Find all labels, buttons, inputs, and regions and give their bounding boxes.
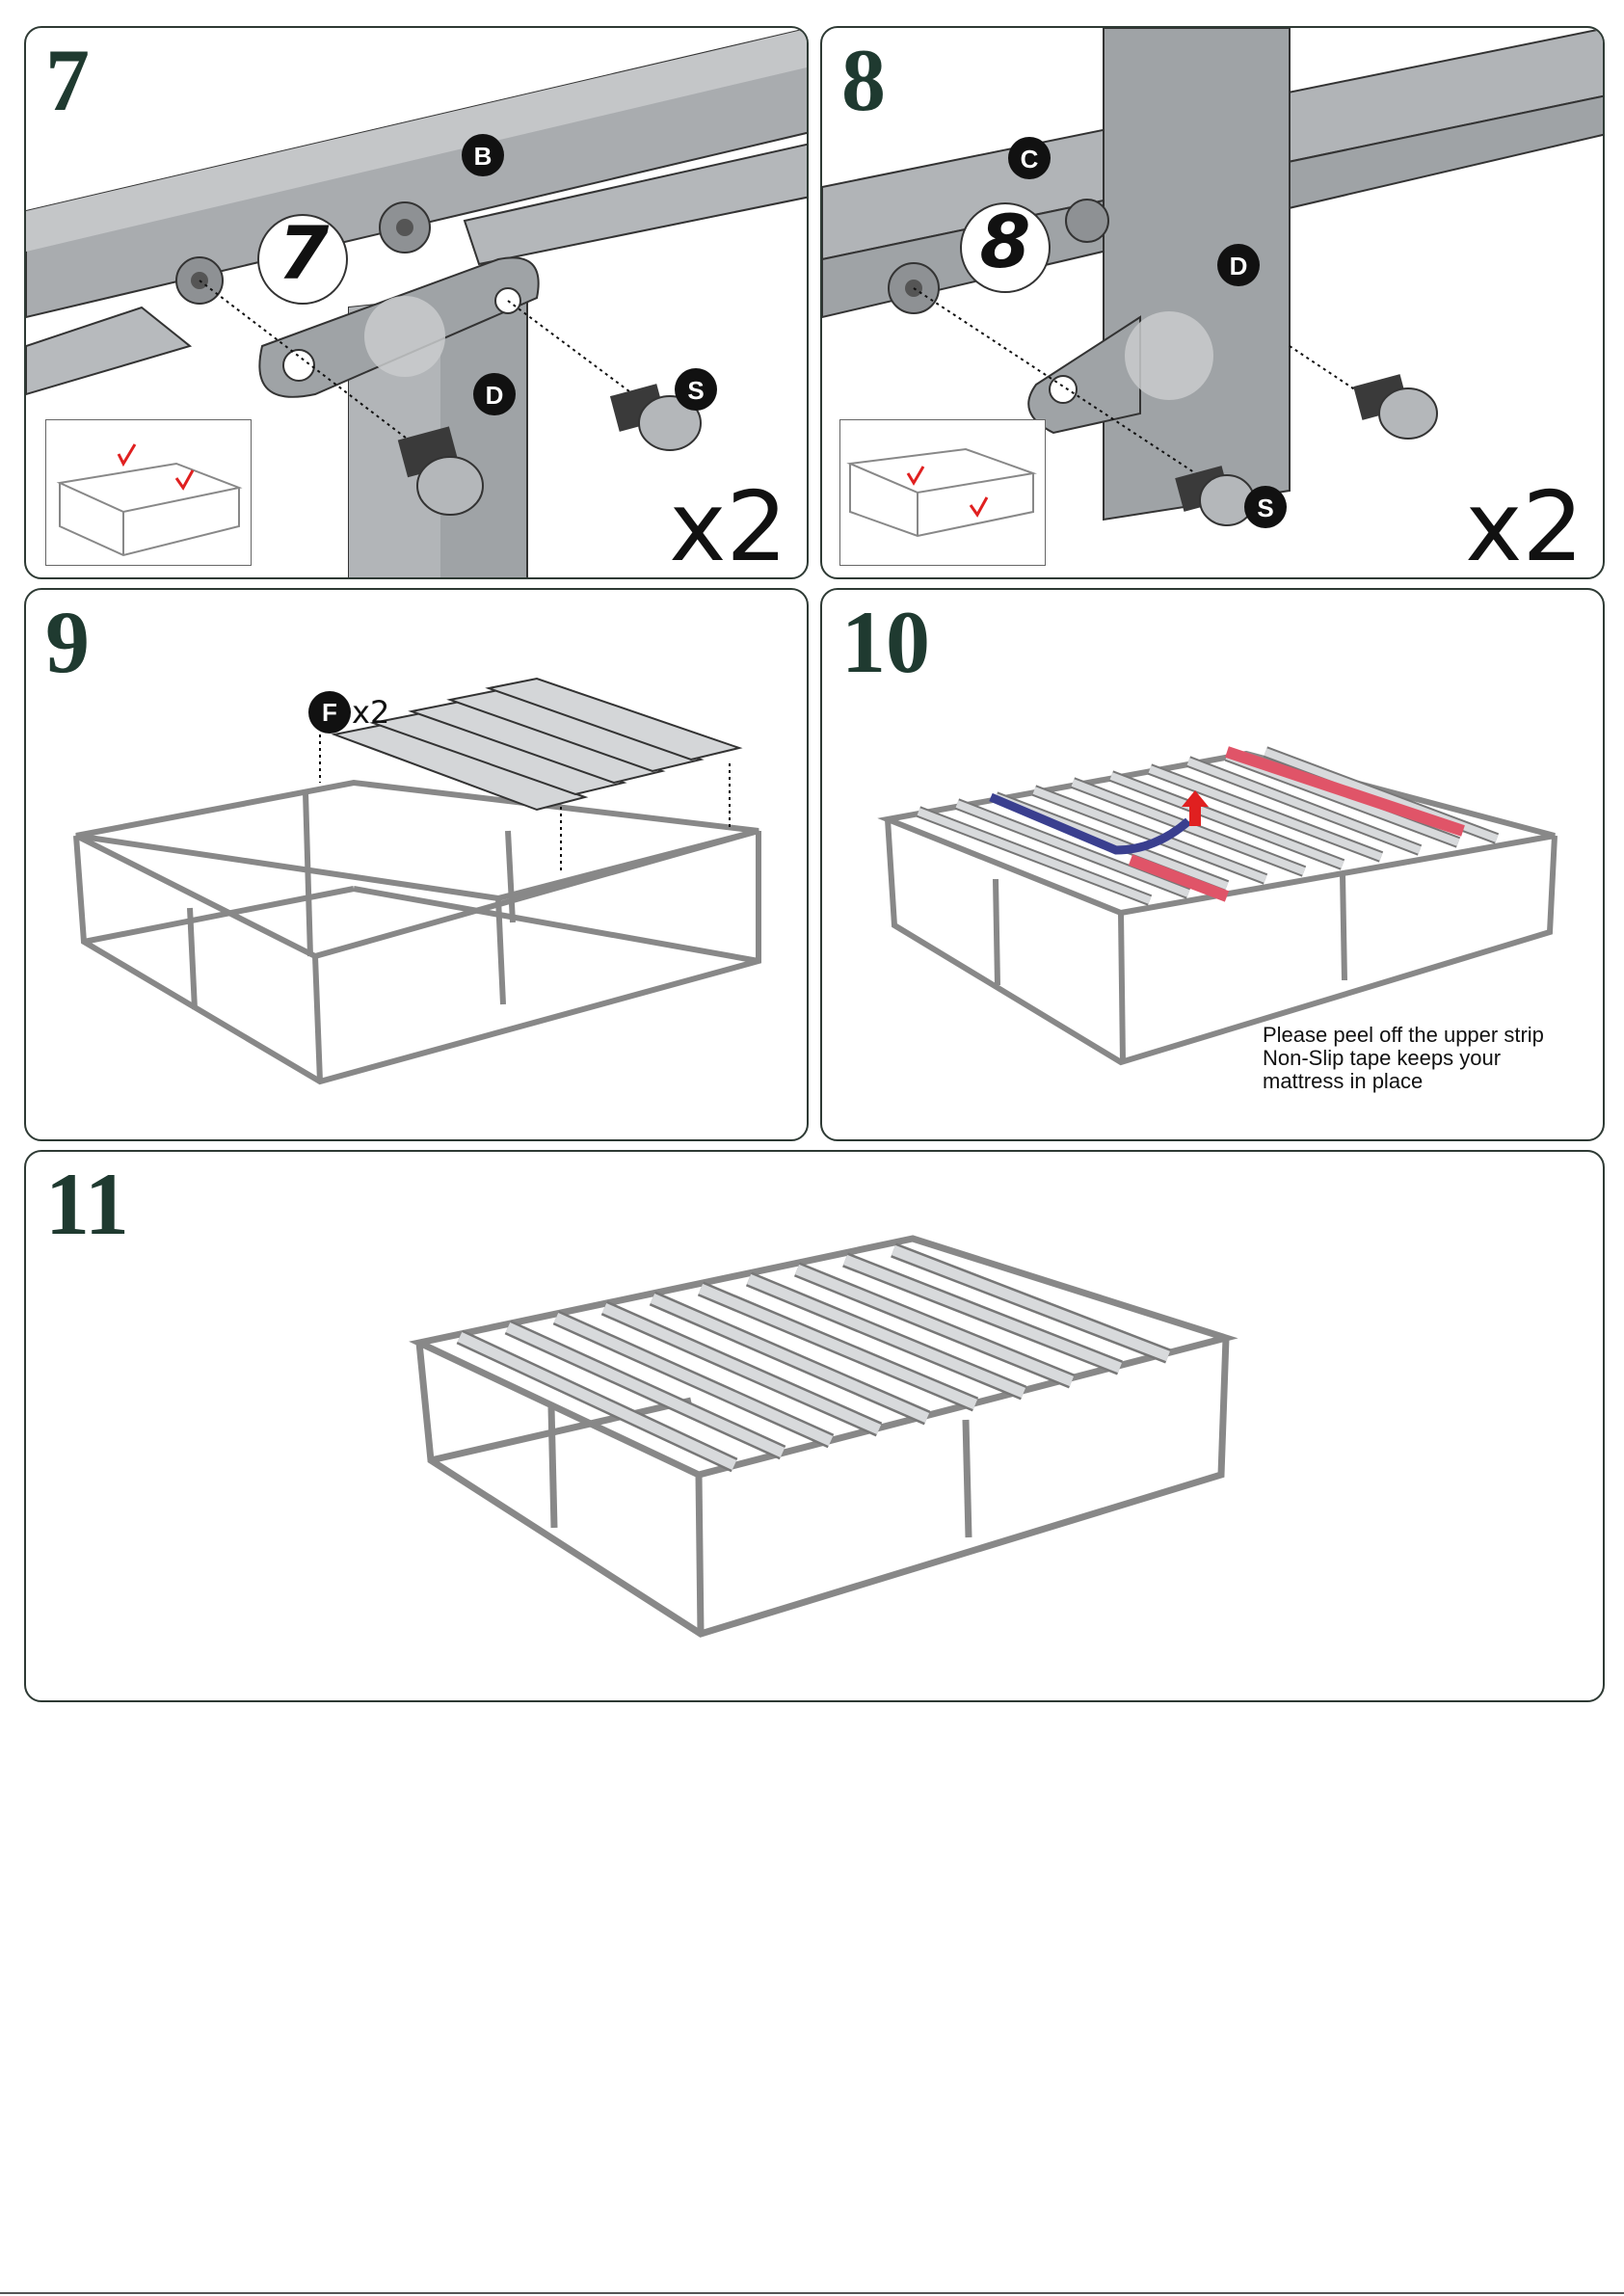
frame-diagram bbox=[46, 420, 251, 565]
location-inset bbox=[45, 419, 252, 566]
step-10-panel: 10 bbox=[820, 588, 1605, 1141]
hole-badge: 7 bbox=[274, 217, 333, 290]
page-footer-rule bbox=[0, 2292, 1624, 2294]
step-number: 10 bbox=[841, 598, 930, 686]
label-c: C bbox=[1018, 145, 1041, 174]
step-number: 11 bbox=[45, 1160, 129, 1248]
step-9-illustration bbox=[26, 590, 809, 1141]
hole-badge: 8 bbox=[975, 205, 1035, 279]
quantity-multiplier: x2 bbox=[1465, 479, 1584, 575]
label-d: D bbox=[1227, 252, 1250, 281]
quantity-multiplier: x2 bbox=[669, 479, 787, 575]
label-b: B bbox=[471, 142, 494, 172]
part-quantity: x2 bbox=[352, 694, 389, 731]
step-7-panel: 7 7 B D S bbox=[24, 26, 809, 579]
label-d: D bbox=[483, 381, 506, 411]
part-label-f: F bbox=[318, 698, 341, 728]
note-line: mattress in place bbox=[1263, 1070, 1544, 1093]
step-number: 7 bbox=[45, 36, 90, 124]
note-line: Please peel off the upper strip bbox=[1263, 1024, 1544, 1047]
label-s: S bbox=[1254, 494, 1277, 523]
label-s: S bbox=[684, 376, 707, 406]
frame-diagram bbox=[840, 420, 1045, 565]
note-line: Non-Slip tape keeps your bbox=[1263, 1047, 1544, 1070]
step-9-panel: 9 F x2 bbox=[24, 588, 809, 1141]
step-number: 9 bbox=[45, 598, 90, 686]
step-8-panel: 8 8 C D S x2 bbox=[820, 26, 1605, 579]
location-inset bbox=[839, 419, 1046, 566]
step-number: 8 bbox=[841, 36, 886, 124]
peel-tape-note: Please peel off the upper strip Non-Slip… bbox=[1263, 1024, 1544, 1093]
step-11-panel: 11 bbox=[24, 1150, 1605, 1702]
step-11-illustration bbox=[26, 1152, 1605, 1702]
